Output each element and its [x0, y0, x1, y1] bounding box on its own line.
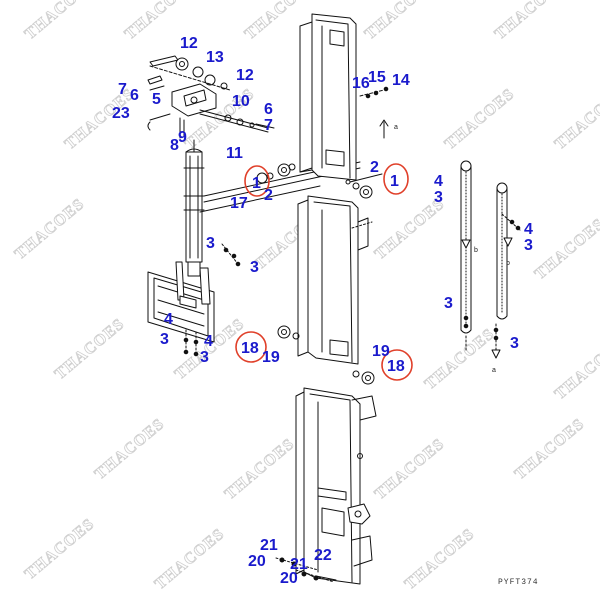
- view-letter-a-upper: a: [394, 124, 398, 131]
- view-letter-a-lower: a: [492, 367, 496, 374]
- view-arrow-b-left: [461, 239, 471, 249]
- watermark-text: THACOES: [222, 435, 298, 503]
- callout-18: 18: [387, 358, 405, 375]
- callout-3: 3: [434, 189, 443, 206]
- callout-10: 10: [232, 93, 250, 110]
- chain-wheel-bracket-assembly: [147, 55, 275, 139]
- callout-17: 17: [230, 195, 248, 212]
- callout-21: 21: [290, 556, 308, 573]
- callout-11: 11: [226, 145, 243, 162]
- view-arrow-b-right: [503, 237, 513, 247]
- callout-12: 12: [236, 67, 254, 84]
- callout-8: 8: [170, 137, 179, 154]
- callout-20: 20: [248, 553, 266, 570]
- watermark-text: THACOES: [52, 315, 128, 383]
- watermark-text: THACOES: [552, 335, 600, 403]
- view-arrow-letters: a b b a: [394, 124, 510, 374]
- callout-3: 3: [510, 335, 519, 352]
- outer-mast-lower: [295, 387, 377, 585]
- callout-6: 6: [130, 87, 139, 104]
- callout-3: 3: [444, 295, 453, 312]
- callout-14: 14: [392, 72, 410, 89]
- lift-cylinder: [183, 139, 205, 277]
- watermark-text: THACOES: [372, 435, 448, 503]
- callout-2: 2: [264, 187, 273, 204]
- callout-1: 1: [390, 173, 399, 190]
- callout-6: 6: [264, 101, 273, 118]
- watermark-text: THACOES: [512, 415, 588, 483]
- watermark-text: THACOES: [422, 325, 498, 393]
- part-callouts: 12 13 12 7 6 5 10 23 9 8 6 7 11 16 15 14…: [112, 35, 533, 587]
- callout-18: 18: [241, 340, 259, 357]
- view-arrow-a-upper: [379, 119, 389, 139]
- watermark-text: THACOES: [22, 0, 98, 43]
- callout-3: 3: [160, 331, 169, 348]
- callout-2: 2: [370, 159, 379, 176]
- watermark-text: THACOES: [532, 215, 600, 283]
- roller-bearings-lower: [277, 325, 375, 385]
- callout-23: 23: [112, 105, 130, 122]
- watermark-text: THACOES: [362, 0, 438, 43]
- watermark-text: THACOES: [22, 515, 98, 583]
- callout-9: 9: [178, 129, 187, 146]
- watermark-text: THACOES: [152, 525, 228, 593]
- callout-19: 19: [372, 343, 390, 360]
- drawing-code: PYFT374: [498, 578, 539, 587]
- callout-4: 4: [164, 311, 173, 328]
- watermark-text: THACOES: [442, 85, 518, 153]
- highlight-ring-18b: [381, 349, 413, 381]
- carriage-plate: [147, 261, 215, 357]
- view-letter-b-right: b: [506, 260, 510, 267]
- callout-22: 22: [314, 547, 332, 564]
- callout-3: 3: [524, 237, 533, 254]
- callout-20: 20: [280, 570, 298, 587]
- highlight-ring-18a: [235, 331, 267, 363]
- carriage-bolts: [221, 243, 241, 267]
- highlight-rings: [235, 163, 413, 381]
- mast-base-bolts: [275, 557, 335, 583]
- callout-7: 7: [118, 81, 127, 98]
- callout-15: 15: [368, 69, 386, 86]
- callout-4: 4: [434, 173, 443, 190]
- view-arrow-a-lower: [491, 349, 501, 359]
- callout-12: 12: [180, 35, 198, 52]
- callout-16: 16: [352, 75, 370, 92]
- callout-4: 4: [524, 221, 533, 238]
- callout-1: 1: [252, 175, 261, 192]
- callout-21: 21: [260, 537, 278, 554]
- watermark-text: THACOES: [402, 525, 478, 593]
- watermark-text: THACOES: [12, 195, 88, 263]
- callout-4: 4: [204, 333, 213, 350]
- callout-3: 3: [206, 235, 215, 252]
- callout-5: 5: [152, 91, 161, 108]
- roller-bearings-upper: [256, 86, 389, 199]
- callout-13: 13: [206, 49, 224, 66]
- watermark-text: THACOES: [492, 0, 568, 43]
- highlight-ring-1b: [383, 163, 409, 195]
- highlight-ring-1a: [244, 165, 270, 197]
- watermark-text: THACOES: [92, 415, 168, 483]
- inner-mast: [297, 195, 373, 365]
- outer-mast-upper: [299, 13, 357, 181]
- callout-19: 19: [262, 349, 280, 366]
- callout-3: 3: [200, 349, 209, 366]
- callout-3: 3: [250, 259, 259, 276]
- lift-chain-right: [493, 182, 521, 353]
- callout-7: 7: [264, 117, 273, 134]
- view-letter-b-left: b: [474, 247, 478, 254]
- watermark-text: THACOES: [552, 85, 600, 153]
- lift-chain-left: [460, 160, 472, 353]
